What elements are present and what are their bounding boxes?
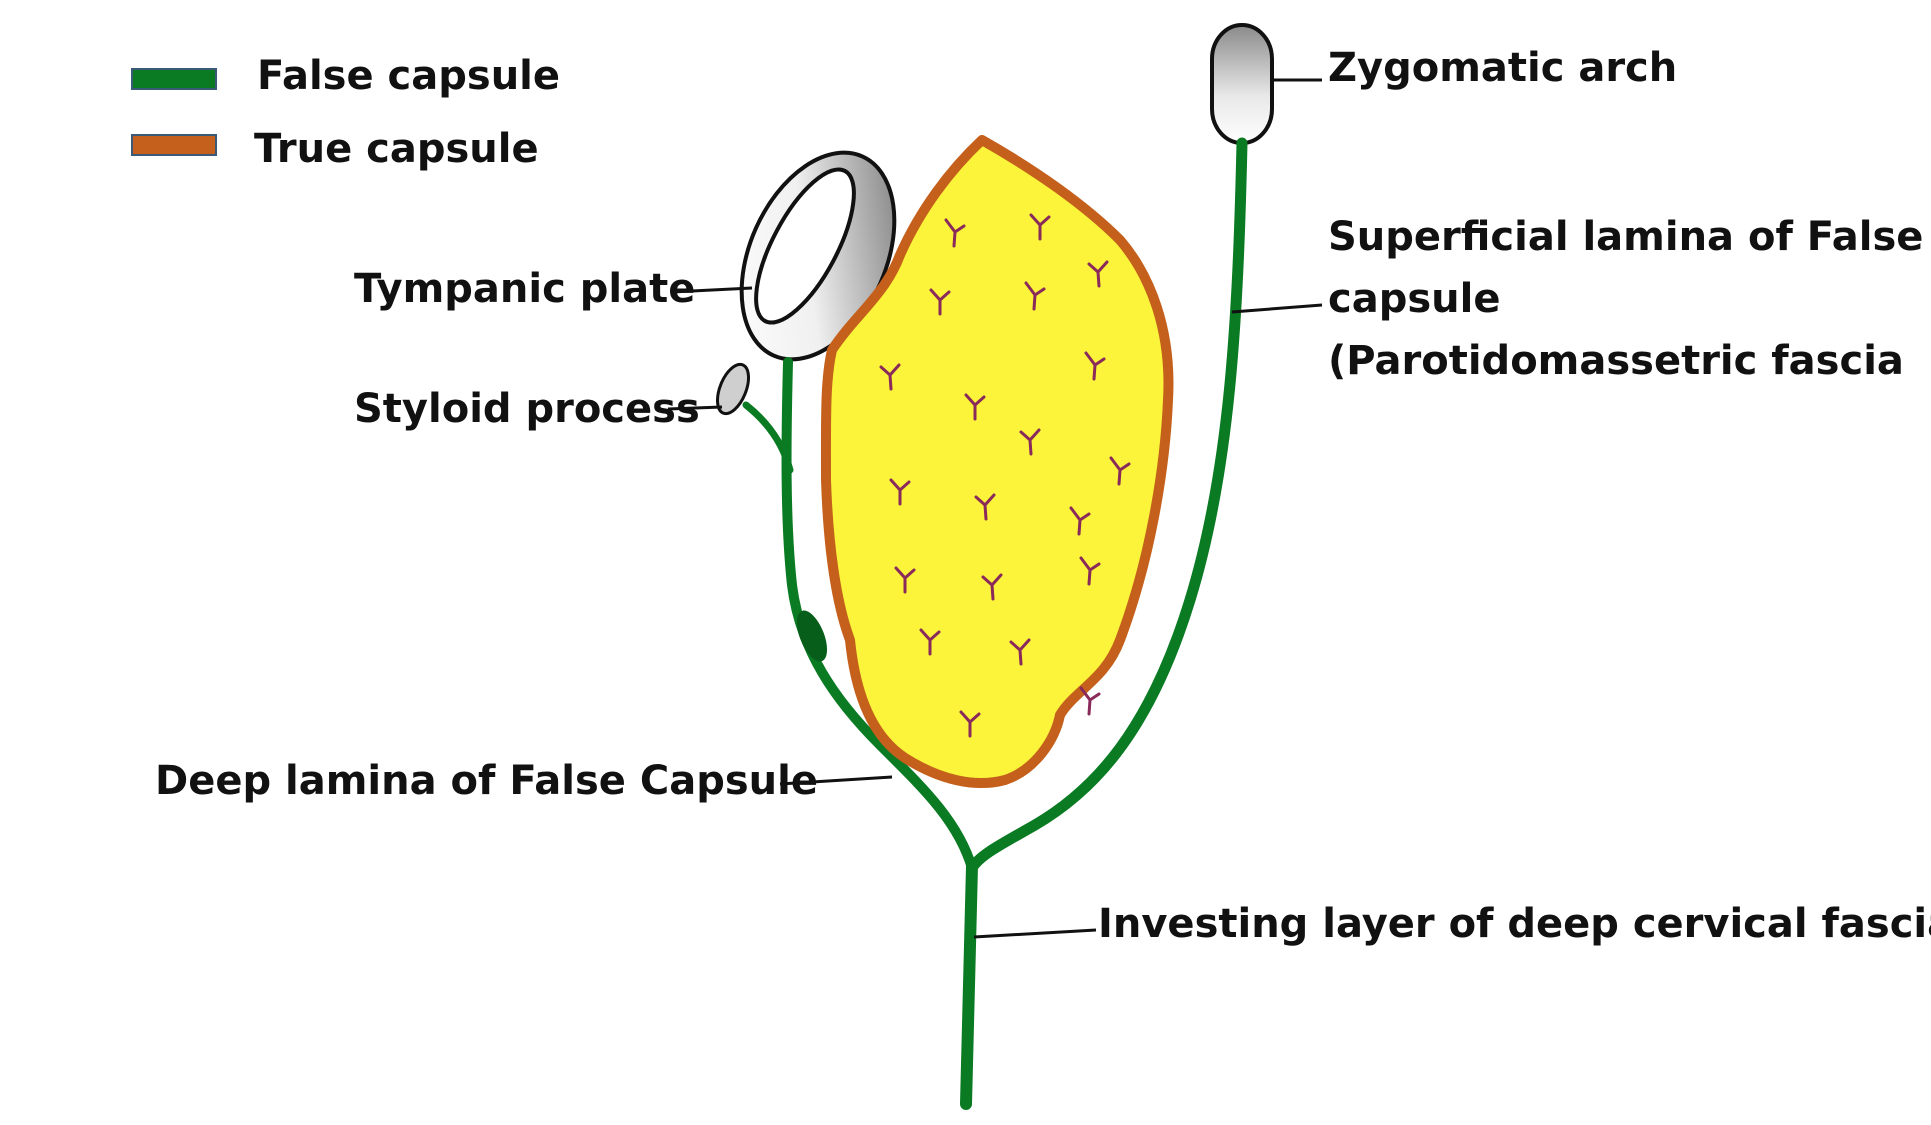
gland-lobule-mark bbox=[1109, 456, 1131, 486]
gland-lobule-mark bbox=[981, 573, 1003, 601]
deep-lamina-fascia bbox=[781, 357, 977, 873]
label-tympanic-plate: Tympanic plate bbox=[354, 266, 696, 312]
legend-swatch-true-capsule bbox=[131, 134, 217, 156]
gland-lobule-mark bbox=[919, 628, 941, 656]
label-superficial-lamina-line2: capsule bbox=[1328, 276, 1501, 322]
parotid-gland-true-capsule bbox=[820, 135, 1174, 789]
label-zygomatic-arch: Zygomatic arch bbox=[1328, 45, 1678, 91]
gland-lobule-mark bbox=[1024, 281, 1046, 311]
label-investing-layer: Investing layer of deep cervical fascia bbox=[1098, 901, 1931, 947]
gland-lobule-mark bbox=[929, 288, 951, 316]
styloid-process-bone bbox=[716, 362, 750, 416]
superficial-lamina-fascia bbox=[966, 137, 1248, 874]
gland-lobule-mark bbox=[1084, 351, 1106, 381]
label-deep-lamina: Deep lamina of False Capsule bbox=[155, 758, 818, 804]
gland-lobule-mark bbox=[944, 218, 966, 248]
leader-styloid-process bbox=[667, 405, 723, 411]
gland-lobule-mark bbox=[879, 363, 901, 391]
deep-lamina-thickening bbox=[796, 610, 828, 662]
legend-swatch-false-capsule bbox=[131, 68, 217, 90]
leader-investing-layer bbox=[973, 928, 1097, 939]
zygomatic-arch-bone bbox=[1210, 23, 1274, 145]
gland-lobule-mark bbox=[894, 566, 916, 594]
label-superficial-lamina-line3: (Parotidomassetric fascia bbox=[1328, 338, 1904, 384]
leader-lines bbox=[667, 78, 1323, 939]
gland-lobule-mark bbox=[1009, 638, 1031, 666]
leader-superficial-lamina bbox=[1231, 303, 1323, 314]
gland-lobule-marks bbox=[879, 213, 1131, 738]
leader-tympanic-plate bbox=[671, 286, 753, 294]
gland-lobule-mark bbox=[964, 393, 986, 421]
gland-lobule-mark bbox=[1069, 506, 1091, 536]
styloid-fascia-branch bbox=[742, 401, 794, 474]
gland-lobule-mark bbox=[1079, 686, 1101, 716]
gland-lobule-mark bbox=[974, 493, 996, 521]
gland-lobule-mark bbox=[1029, 213, 1051, 241]
investing-layer-fascia bbox=[960, 860, 978, 1110]
label-styloid-process: Styloid process bbox=[354, 386, 700, 432]
gland-lobule-mark bbox=[1079, 556, 1101, 586]
gland-lobule-mark bbox=[959, 710, 981, 738]
leader-deep-lamina bbox=[779, 775, 893, 786]
label-superficial-lamina-line1: Superficial lamina of False bbox=[1328, 214, 1924, 260]
legend-label-false-capsule: False capsule bbox=[257, 53, 561, 99]
legend-label-true-capsule: True capsule bbox=[254, 126, 539, 172]
gland-lobule-mark bbox=[889, 478, 911, 506]
gland-lobule-mark bbox=[1019, 428, 1041, 456]
gland-lobule-mark bbox=[1087, 260, 1109, 288]
